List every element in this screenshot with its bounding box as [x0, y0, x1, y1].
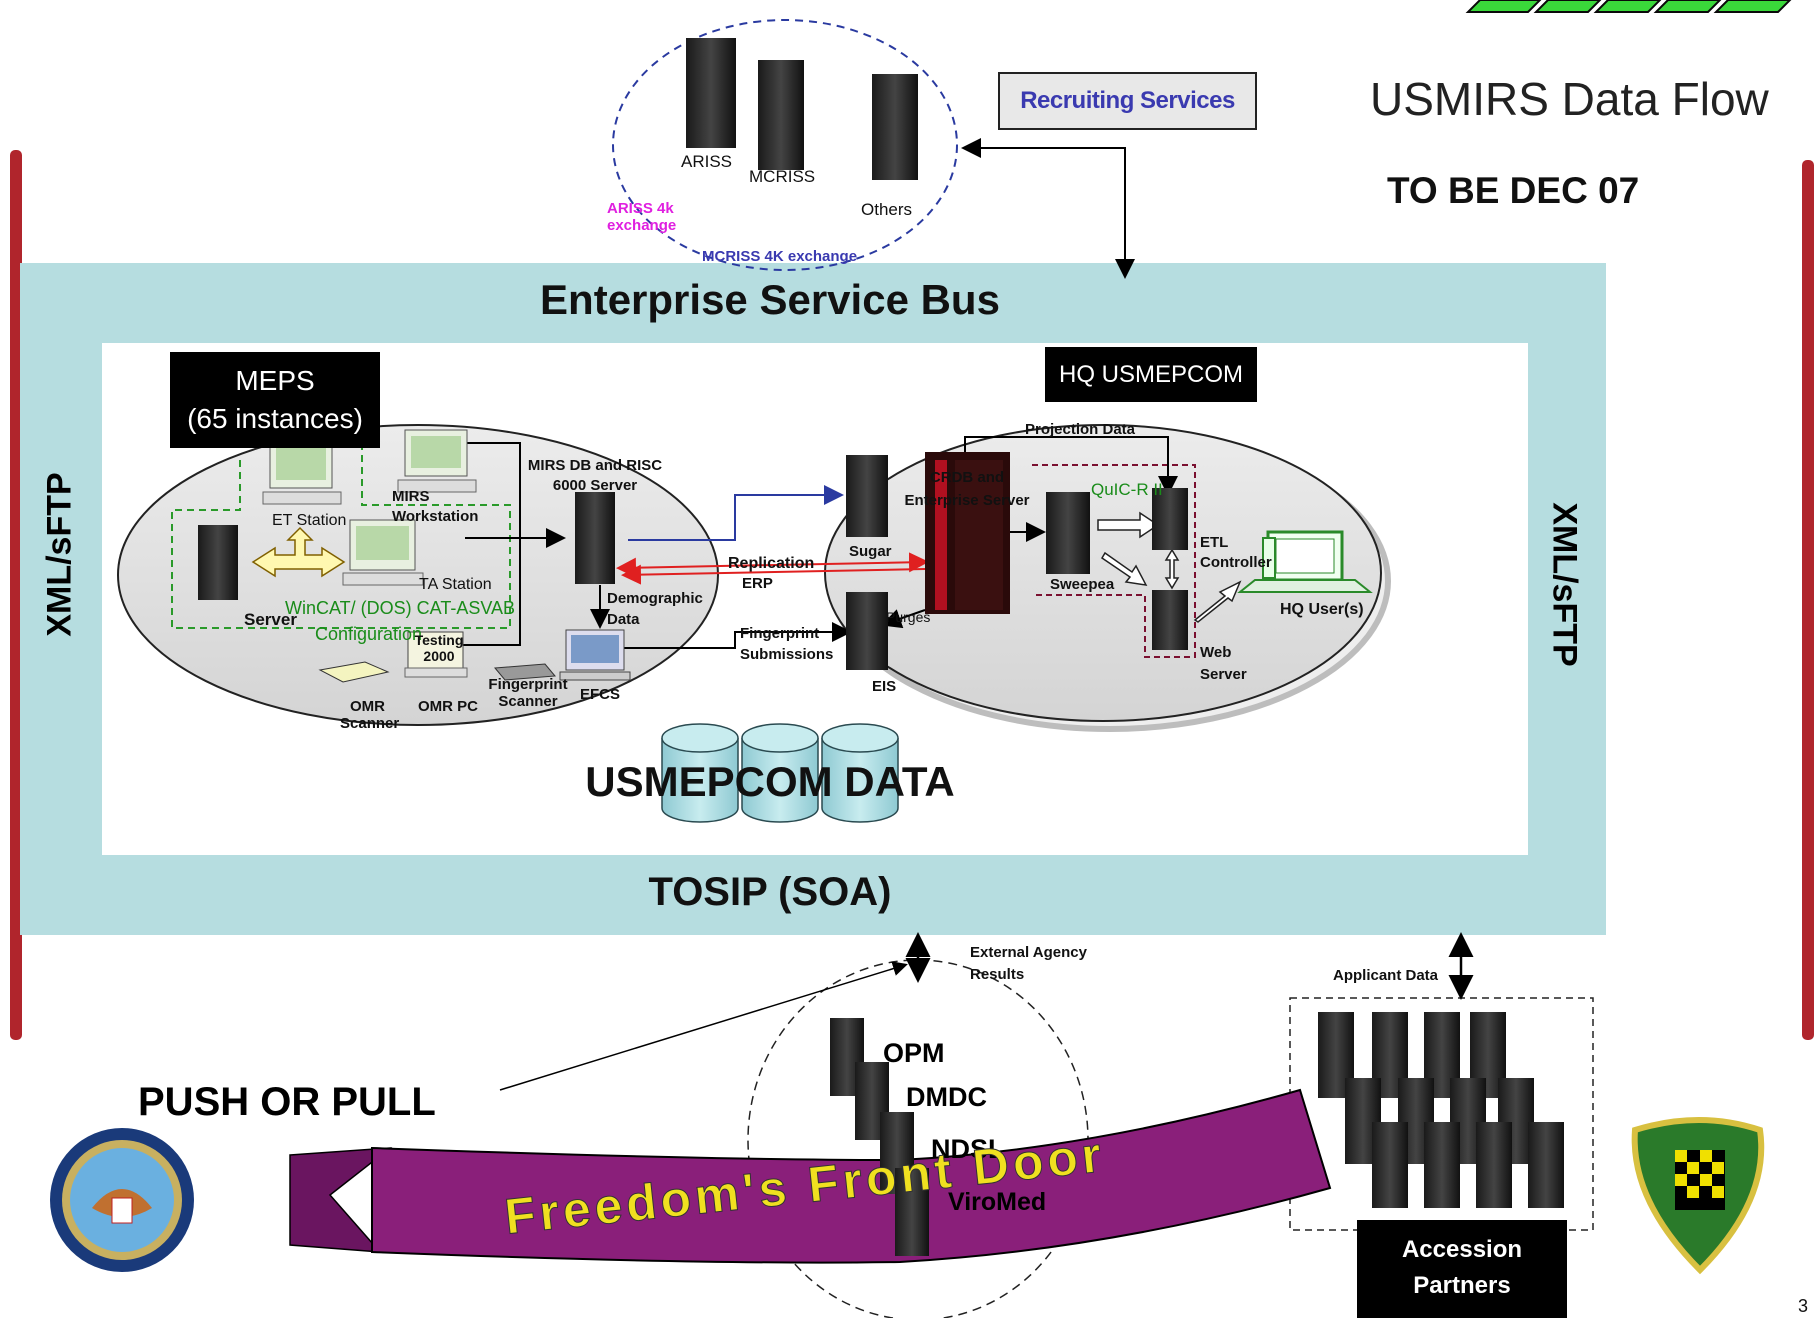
right-side-label: XML/sFTP: [1545, 502, 1584, 667]
meps-title-box: MEPS (65 instances): [170, 352, 380, 448]
slide-title: USMIRS Data Flow: [1370, 73, 1769, 125]
quicr-label: QuIC-R II: [1091, 480, 1163, 499]
hq-users-label: HQ User(s): [1280, 601, 1364, 618]
sweepea-label: Sweepea: [1050, 576, 1115, 593]
external-agency-results-label: External Agency Results: [970, 944, 1087, 983]
wincat-label: WinCAT/ (DOS) CAT-ASVAB: [285, 598, 516, 618]
workstation-icons: [262, 429, 1373, 683]
omr-pc-label: OMR PC: [418, 698, 478, 715]
sugar-label: Sugar: [849, 543, 892, 560]
recruiting-services-box: Recruiting Services: [998, 72, 1257, 130]
meps-title: MEPS: [235, 365, 315, 396]
configuration-label: Configuration: [315, 624, 423, 644]
slide-subtitle: TO BE DEC 07: [1387, 170, 1640, 211]
etl-label: ETL Controller: [1200, 534, 1272, 572]
usmepcom-seal: [1631, 1117, 1765, 1275]
dod-seal: [50, 1128, 194, 1272]
purges-label: Purges: [886, 609, 931, 625]
omr-scanner-label: OMR Scanner: [340, 698, 400, 733]
database-cylinders: [661, 723, 899, 823]
replication-label: Replication: [728, 555, 815, 572]
esb-title: Enterprise Service Bus: [540, 276, 1000, 323]
demographic-label: Demographic Data: [607, 590, 703, 628]
crdb-label: CRDB and Enterprise Server: [904, 469, 1030, 510]
mirs-db-label: MIRS DB and RISC 6000 Server: [527, 457, 663, 495]
recruiting-arrow: [961, 138, 1135, 279]
server-label-ariss: ARISS: [681, 152, 733, 171]
et-station-label: ET Station: [272, 512, 347, 529]
brand-logo-fragment: [1465, 0, 1792, 13]
agency-opm: OPM: [883, 1038, 945, 1068]
mirs-workstation-label: MIRS Workstation: [392, 488, 479, 525]
accession-partners-box: Accession Partners: [1357, 1220, 1567, 1318]
erp-label: ERP: [742, 575, 773, 592]
agency-viromed: ViroMed: [948, 1188, 1047, 1216]
server-label-others: Others: [861, 200, 913, 219]
web-server-label: Web Server: [1200, 644, 1247, 683]
ta-station-label: TA Station: [419, 576, 492, 593]
server-icons: [198, 38, 1564, 1256]
mcriss-exchange-label: MCRISS 4K exchange: [702, 248, 858, 265]
agency-dmdc: DMDC: [906, 1082, 987, 1112]
esb-footer: TOSIP (SOA): [648, 870, 892, 914]
page-number: 3: [1798, 1296, 1809, 1316]
left-side-bar: [10, 150, 22, 1040]
push-or-pull-label: PUSH OR PULL: [138, 1080, 436, 1124]
meps-server-label: Server: [244, 610, 297, 629]
meps-instances: (65 instances): [187, 403, 363, 434]
left-side-label: XML/sFTP: [40, 472, 79, 637]
agency-ndsl: NDSL: [931, 1134, 1005, 1164]
fingerprint-scanner-label: Fingerprint Scanner: [488, 676, 568, 711]
eis-label: EIS: [872, 678, 897, 695]
projection-data-label: Projection Data: [1025, 421, 1136, 438]
usmepcom-data-label: USMEPCOM DATA: [585, 758, 955, 805]
applicant-data-label: Applicant Data: [1333, 967, 1439, 984]
fingerprint-submissions-label: Fingerprint Submissions: [740, 625, 834, 663]
recruiting-cluster-boundary: [612, 19, 958, 271]
testing-label: Testing 2000: [414, 632, 464, 665]
meps-exchange-arrow: [251, 526, 346, 578]
ariss-exchange-label: ARISS 4k exchange: [607, 200, 677, 235]
hq-title-box: HQ USMEPCOM: [1045, 347, 1257, 402]
server-label-mcriss: MCRISS: [749, 167, 816, 186]
efcs-label: EFCS: [580, 686, 621, 703]
freedom-banner: [289, 1088, 1332, 1264]
right-side-bar: [1802, 160, 1814, 1040]
